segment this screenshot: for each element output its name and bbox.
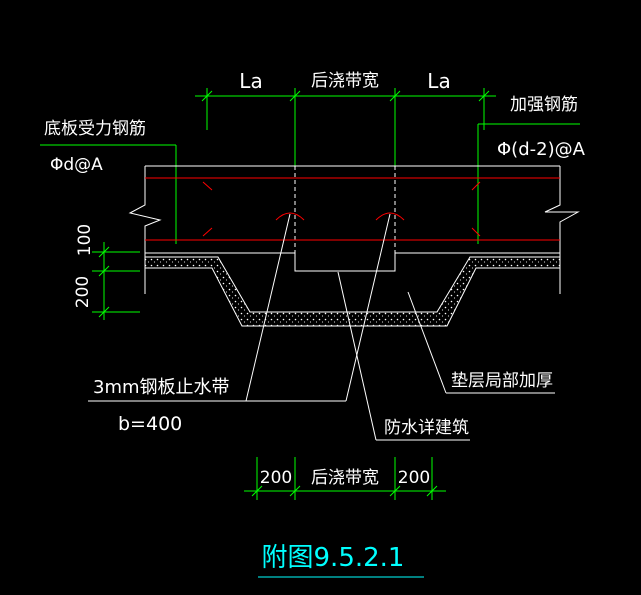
dim-200-left-label: 200: [260, 468, 292, 488]
dim-100-label: 100: [75, 224, 95, 256]
cushion-leader: [407, 291, 447, 394]
left-break-line: [128, 166, 162, 294]
top-dim-tick-2: [289, 90, 301, 102]
top-dimension-chain: [195, 88, 496, 170]
cushion-thicken-label: 垫层局部加厚: [451, 371, 553, 391]
waterstop-bend-left: [275, 212, 305, 221]
waterproof-label: 防水详建筑: [384, 418, 469, 438]
lower-leaders: [88, 213, 555, 441]
waterproof-leader: [337, 271, 377, 441]
rebar-hook-right: [471, 181, 481, 237]
bottom-rebar-spec: Φd@A: [50, 155, 103, 175]
waterstop-leader-1: [245, 213, 291, 402]
rebars: [145, 177, 560, 241]
rebar-hook-left: [202, 181, 213, 237]
bottom-dim-tick-1: [251, 485, 263, 497]
waterstop-width-label: b=400: [118, 413, 182, 435]
reinforce-rebar-spec: Φ(d-2)@A: [497, 139, 586, 160]
vertical-dim-tick-2: [98, 265, 110, 277]
top-dim-tick-1: [201, 90, 213, 102]
dim-200-right-label: 200: [398, 468, 430, 488]
vertical-dim-tick-3: [98, 306, 110, 318]
cushion-layer: [144, 256, 561, 327]
bottom-rebar-label: 底板受力钢筋: [44, 119, 146, 139]
bottom-dim-tick-3: [389, 485, 401, 497]
waterstop-label: 3mm钢板止水带: [93, 377, 230, 398]
waterstop-leader-2: [345, 213, 391, 402]
vertical-dim-tick-1: [98, 246, 110, 258]
dim-200-vertical-label: 200: [73, 276, 93, 308]
slab-outline: [128, 165, 580, 294]
la-left-label: La: [239, 69, 262, 93]
top-dim-tick-4: [478, 90, 490, 102]
left-vertical-dimension: [92, 242, 140, 320]
right-break-line: [544, 166, 580, 294]
top-dim-tick-3: [389, 90, 401, 102]
figure-caption: 附图9.5.2.1: [262, 543, 405, 573]
post-cast-width-top-label: 后浇带宽: [311, 71, 379, 91]
waterstop-bend-right: [375, 212, 405, 221]
post-cast-width-bottom-label: 后浇带宽: [311, 468, 379, 488]
bottom-dimension-chain: [244, 457, 446, 500]
bottom-dim-tick-2: [289, 485, 301, 497]
post-cast-notch: [294, 253, 396, 272]
bottom-dim-tick-4: [426, 485, 438, 497]
reinforce-rebar-label: 加强钢筋: [510, 95, 578, 115]
la-right-label: La: [427, 69, 450, 93]
